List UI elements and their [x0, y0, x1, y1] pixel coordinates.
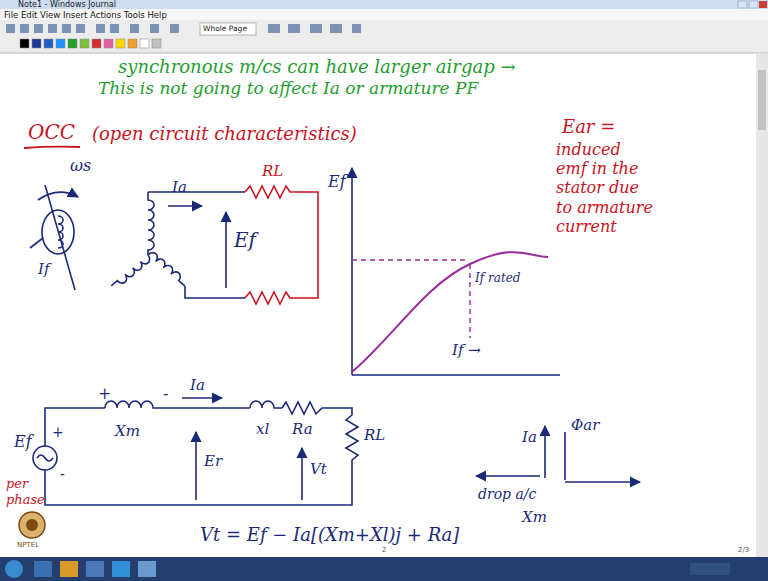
resistance-label: Ra — [292, 420, 313, 438]
voltage-label: Vt — [310, 460, 327, 478]
occ-graph — [352, 168, 560, 375]
reactance-label: Xm — [522, 508, 547, 526]
rotor-sketch — [30, 185, 78, 290]
emf-label: Ef — [234, 228, 256, 252]
note-text: This is not going to affect Ia or armatu… — [98, 78, 478, 98]
polarity-sign: - — [163, 384, 168, 403]
speed-label: ωs — [70, 156, 91, 175]
current-label: Ia — [522, 428, 537, 446]
page-number: 2 — [382, 546, 386, 554]
window-title: Note1 - Windows Journal — [18, 0, 116, 10]
axis-label: Ef — [328, 172, 346, 191]
rated-marker: If rated — [475, 271, 521, 285]
voltage-label: Er — [204, 452, 222, 470]
note-text: synchronous m/cs can have larger airgap … — [118, 56, 516, 78]
reactance-label: Xm — [115, 422, 140, 440]
current-label: Ia — [172, 178, 187, 196]
section-heading: (open circuit characteristics) — [92, 123, 357, 145]
flux-label: Φar — [571, 416, 599, 434]
polarity-sign: - — [60, 466, 65, 483]
source-label: Ef — [14, 432, 32, 451]
equivalent-circuit — [33, 398, 358, 505]
equation: Vt = Ef − Ia[(Xm+Xl)j + Ra] — [200, 524, 459, 546]
polarity-sign: + — [98, 384, 111, 403]
definition-term: Ear = — [562, 116, 615, 138]
resistor-label: RL — [262, 162, 283, 180]
field-current-label: If — [38, 260, 49, 278]
note-text: per phase — [6, 476, 52, 507]
reactance-label: xl — [256, 420, 269, 438]
section-heading: OCC — [28, 120, 75, 144]
heading-underline — [24, 147, 80, 148]
polarity-sign: + — [52, 424, 64, 441]
menu-bar: File Edit View Insert Actions Tools Help — [4, 10, 167, 20]
logo-text: NPTEL — [17, 541, 39, 549]
page-number: 2/3 — [738, 546, 749, 554]
view-dropdown: Whole Page — [203, 24, 247, 33]
note-text: drop a/c — [478, 486, 536, 503]
phasor-sketch — [476, 426, 640, 482]
axis-label: If → — [452, 341, 481, 359]
load-label: RL — [364, 426, 385, 444]
definition-text: induced emf in the stator due to armatur… — [556, 140, 654, 236]
nptel-logo — [19, 512, 45, 538]
stator-winding — [111, 192, 245, 298]
current-label: Ia — [190, 376, 205, 394]
